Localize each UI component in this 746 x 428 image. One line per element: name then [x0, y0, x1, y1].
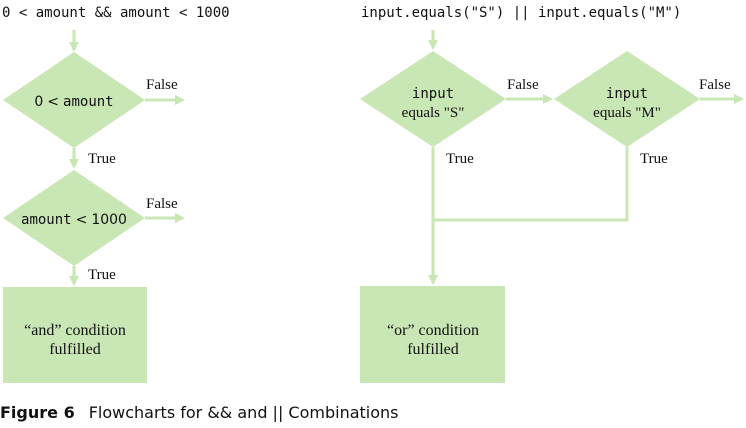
- right-result-line-2: fulfilled: [407, 341, 459, 358]
- left-true-label-1: True: [88, 151, 116, 167]
- right-true-connector-2: [433, 147, 629, 222]
- right-decision-1-line-2: equals "S": [402, 105, 465, 121]
- right-true-label-1: True: [446, 151, 474, 167]
- right-decision-2: [554, 51, 700, 147]
- right-decision-1: [360, 51, 506, 147]
- right-false-label-1: False: [507, 77, 539, 93]
- right-expression: input.equals("S") || input.equals("M"): [361, 5, 681, 21]
- left-result-line-2: fulfilled: [49, 341, 101, 358]
- right-decision-2-line-1: input: [606, 86, 648, 102]
- left-decision-1: [3, 52, 145, 148]
- figure-caption: Figure 6 Flowcharts for && and || Combina…: [0, 403, 746, 427]
- figure-caption-text: Flowcharts for && and || Combinations: [88, 403, 399, 422]
- left-result-box: [3, 287, 147, 383]
- right-result-line-1: “or” condition: [387, 322, 479, 339]
- right-true-label-2: True: [640, 151, 668, 167]
- left-false-label-2: False: [146, 196, 178, 212]
- left-expression: 0 < amount && amount < 1000: [2, 5, 230, 21]
- right-false-label-2: False: [699, 77, 731, 93]
- right-result-box: [360, 286, 505, 383]
- left-false-label-1: False: [146, 77, 178, 93]
- left-decision-1-label: 0<amount: [34, 94, 113, 110]
- figure-number: Figure 6: [0, 403, 75, 422]
- right-decision-1-line-1: input: [412, 86, 454, 102]
- left-result-line-1: “and” condition: [24, 322, 126, 339]
- left-decision-2: [3, 170, 145, 266]
- flowcharts-diagram: 0 < amount && amount < 1000 0<amount Fal…: [2, 5, 744, 383]
- left-decision-2-label: amount<1000: [21, 212, 127, 228]
- left-true-label-2: True: [88, 267, 116, 283]
- right-decision-2-line-2: equals "M": [593, 105, 661, 121]
